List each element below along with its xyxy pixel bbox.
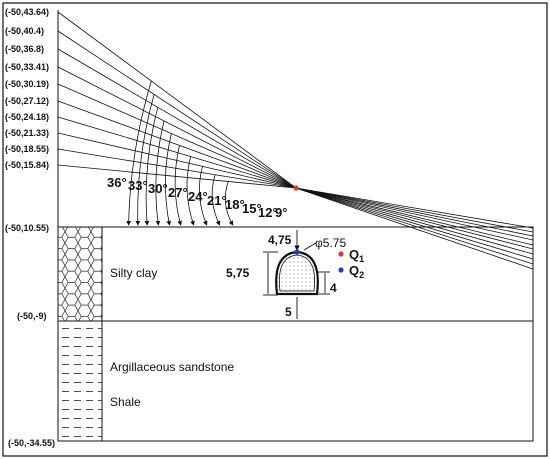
- angle-arc-1: [135, 94, 155, 226]
- angle-arc-9: [224, 181, 234, 226]
- label-model-bottom: (-50,-34.55): [8, 438, 55, 448]
- angle-arc-5: [174, 145, 182, 226]
- angle-label-24: 24°: [188, 189, 208, 204]
- coord-label-6: (-50,24.18): [5, 112, 49, 122]
- angle-label-30: 30°: [148, 181, 168, 196]
- angle-arc-3: [155, 120, 165, 226]
- angle-label-27: 27°: [168, 185, 188, 200]
- coord-label-4: (-50,30.19): [5, 79, 49, 89]
- layer-argillaceous-sandstone: Argillaceous sandstone: [110, 360, 234, 374]
- dim-leader-diameter: [303, 242, 317, 251]
- label-clay-bottom: (-50,-9): [17, 311, 47, 321]
- coord-label-3: (-50,33.41): [5, 62, 49, 72]
- angle-arc-6: [186, 156, 195, 226]
- angle-label-18: 18°: [225, 197, 245, 212]
- coordinate-labels: (-50,43.64) (-50,40.4) (-50,36.8) (-50,33.4…: [5, 7, 49, 170]
- angle-arc-0: [126, 80, 152, 226]
- coord-label-7: (-50,21.33): [5, 128, 49, 138]
- dim-cover: 4,75: [268, 233, 292, 247]
- angle-label-12: 12°: [258, 205, 278, 220]
- ray-line-1: [57, 30, 534, 265]
- tunnel-inner-lining: [278, 254, 316, 292]
- dim-inner: 4: [330, 281, 337, 295]
- dim-diameter: φ5.75: [315, 236, 346, 250]
- ray-line-5: [57, 100, 534, 246]
- coord-label-8: (-50,18.55): [5, 144, 49, 154]
- sandstone-shale-column: [57, 320, 103, 442]
- dimension-lines: [263, 230, 330, 319]
- angle-arc-4: [165, 133, 172, 226]
- point-q2-marker: [294, 249, 300, 255]
- angle-label-33: 33°: [128, 178, 148, 193]
- legend-q1-dot: [338, 251, 344, 257]
- label-top-surface: (-50,10.55): [5, 223, 49, 233]
- angle-arc-7: [198, 166, 208, 226]
- layer-shale: Shale: [110, 395, 141, 409]
- angle-label-36: 36°: [107, 175, 127, 190]
- coord-label-2: (-50,36.8): [5, 44, 44, 54]
- angle-label-21: 21°: [207, 193, 227, 208]
- coord-label-9: (-50,15.84): [5, 160, 49, 170]
- angle-arc-2: [144, 107, 159, 226]
- dim-height: 5,75: [226, 266, 250, 280]
- tunnel-outer-lining: [275, 250, 319, 296]
- legend-q2-label: Q2: [349, 263, 364, 280]
- legend-q2-dot: [338, 267, 344, 273]
- rain-ray-lines: [57, 11, 534, 270]
- angle-arcs: [126, 80, 234, 226]
- silty-clay-column: [57, 226, 103, 322]
- legend-q1-label: Q1: [349, 247, 364, 264]
- angle-label-9: 9°: [275, 205, 287, 220]
- angle-arc-8: [211, 174, 221, 226]
- angle-label-15: 15°: [242, 201, 262, 216]
- coord-label-5: (-50,27.12): [5, 96, 49, 106]
- coord-label-1: (-50,40.4): [5, 26, 44, 36]
- dim-below: 5: [285, 305, 292, 319]
- coord-label-0: (-50,43.64): [5, 7, 49, 17]
- point-q1-marker: [293, 185, 299, 191]
- tunnel: [275, 250, 319, 296]
- layer-silty-clay: Silty clay: [110, 266, 157, 280]
